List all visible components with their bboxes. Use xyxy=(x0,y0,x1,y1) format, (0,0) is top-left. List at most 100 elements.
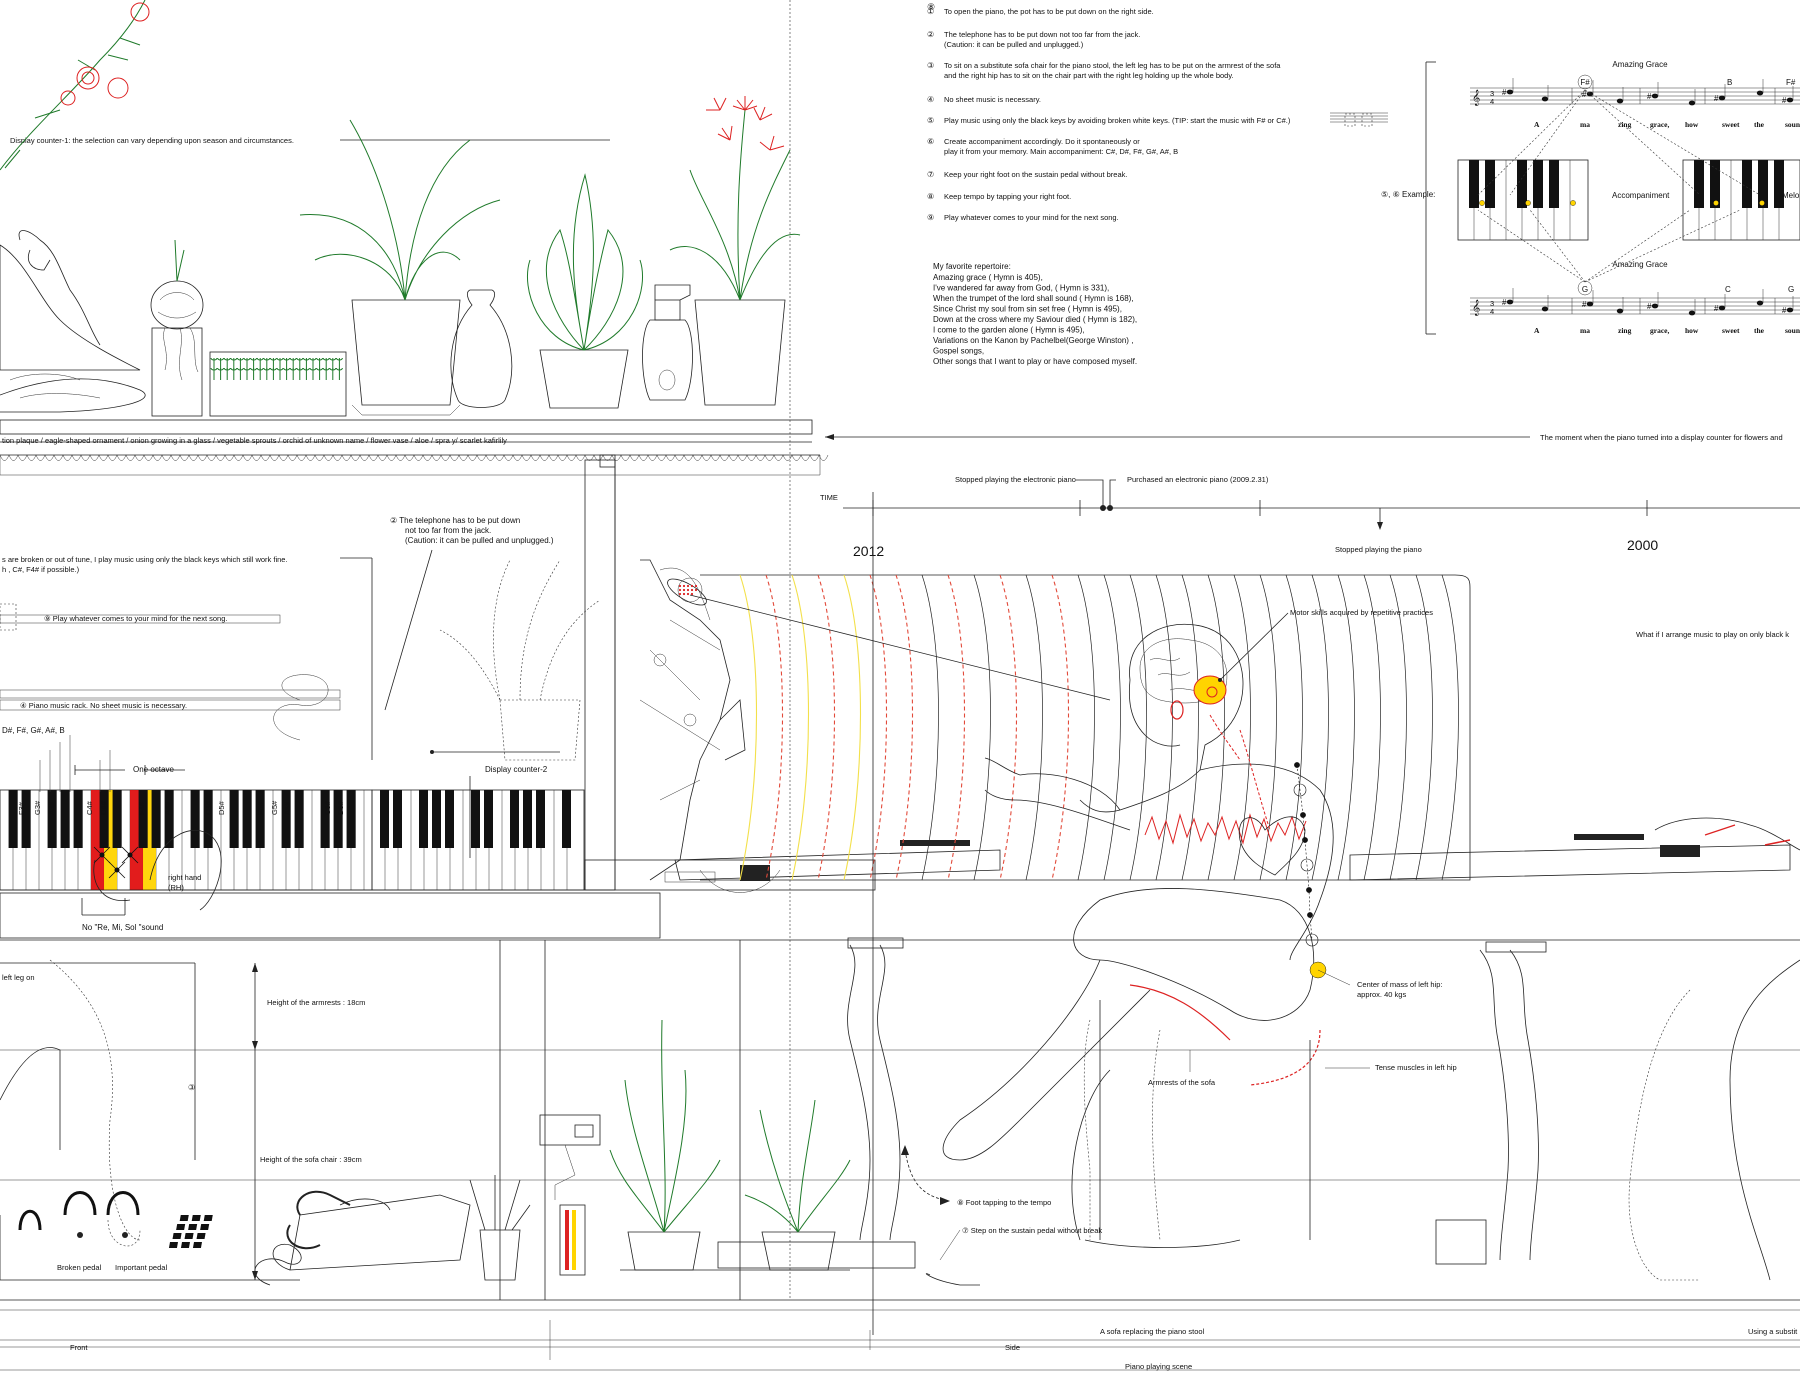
year-2000: 2000 xyxy=(1627,537,1658,553)
lyric-word: A xyxy=(1534,120,1540,129)
key-label: C5# xyxy=(204,800,213,815)
note-f-sharp-top-2: F# xyxy=(1786,78,1796,87)
key-label: F4# xyxy=(137,801,146,815)
instruction-num-4: ④ xyxy=(927,95,934,104)
amazing-grace-title-top: Amazing Grace xyxy=(1612,60,1668,69)
g-circle xyxy=(1577,280,1593,296)
key-label: A3# xyxy=(47,801,56,815)
bottom-staff-note xyxy=(1651,303,1659,309)
key-label: D6# xyxy=(336,800,345,815)
eagle-ornament xyxy=(0,230,146,413)
foot-tapping-label: ⑧ Foot tapping to the tempo xyxy=(957,1198,1051,1207)
key-label: G3# xyxy=(33,800,42,815)
pedals: Broken pedal Important pedal xyxy=(18,1191,167,1272)
repertoire: My favorite repertoire: Amazing grace ( … xyxy=(933,262,1137,366)
bottom-staff-note xyxy=(1616,308,1624,314)
foot-annotations: ⑧ Foot tapping to the tempo ⑦ Step on th… xyxy=(717,1145,1487,1286)
top-staff-note xyxy=(1718,95,1726,101)
note-g-bottom: G xyxy=(1582,285,1588,294)
lyric-word: grace, xyxy=(1650,326,1669,335)
top-staff-note xyxy=(1616,98,1624,104)
lyric-word: grace, xyxy=(1650,120,1669,129)
svg-text:#: # xyxy=(1647,92,1652,101)
purchased-electronic-label: Purchased an electronic piano (2009.2.31… xyxy=(1127,475,1269,484)
second-player: What if I arrange music to play on only … xyxy=(1349,630,1800,1281)
player-figure: Motor skills acquired by repetitive prac… xyxy=(847,608,1457,1248)
key-label: C6# xyxy=(323,800,332,815)
broken-pedal-label: Broken pedal xyxy=(57,1263,102,1272)
note-g-bottom-2: G xyxy=(1788,285,1794,294)
armrests-label: Armrests of the sofa xyxy=(1148,1078,1216,1087)
step-three-label: ③ xyxy=(188,1083,195,1092)
instruction-text-8: Keep tempo by tapping your right foot. xyxy=(944,192,1071,201)
scene-label: Piano playing scene xyxy=(1125,1362,1192,1371)
top-staff-note xyxy=(1688,100,1696,106)
rose-decoration xyxy=(0,0,150,171)
front-label: Front xyxy=(70,1343,88,1352)
lyric-word: sweet xyxy=(1722,326,1740,335)
f-sharp-circle xyxy=(1577,74,1593,90)
sustain-pedal-label: ⑦ Step on the sustain pedal without brea… xyxy=(962,1226,1102,1235)
key-label: F5# xyxy=(256,801,265,815)
bottom-staff-note xyxy=(1688,310,1696,316)
flower-vase xyxy=(450,289,513,408)
note-f-sharp-top: F# xyxy=(1580,78,1590,87)
svg-text:#: # xyxy=(1647,302,1652,311)
key-label: C4# xyxy=(85,800,94,815)
svg-text:𝄞: 𝄞 xyxy=(1472,300,1480,316)
lyric-word: how xyxy=(1685,120,1699,129)
svg-text:#: # xyxy=(1714,304,1719,313)
music-rack-label: ④ Piano music rack. No sheet music is ne… xyxy=(20,701,187,710)
instruction-num-3: ③ xyxy=(927,61,934,70)
scarlet-kafirlily xyxy=(669,96,801,406)
svg-text:4: 4 xyxy=(1490,307,1494,316)
lyric-word: ma xyxy=(1580,120,1590,129)
instruction-num-8: ⑧ xyxy=(927,192,934,201)
repertoire-line: Other songs that I want to play or have … xyxy=(933,357,1137,366)
telephone xyxy=(168,1190,471,1286)
right-hand-label: right hand xyxy=(168,873,201,882)
instruction-text-1: To open the piano, the pot has to be put… xyxy=(944,7,1154,16)
key-label: D5# xyxy=(217,800,226,815)
rh-label: (RH) xyxy=(168,883,184,892)
center-mass-label-2: approx. 40 kgs xyxy=(1357,990,1406,999)
lyric-word: sound xyxy=(1785,120,1800,129)
svg-text:#: # xyxy=(1582,90,1587,99)
svg-text:#: # xyxy=(1502,88,1507,97)
sofa-replacing-label: A sofa replacing the piano stool xyxy=(1100,1327,1205,1336)
repertoire-line: Gospel songs, xyxy=(933,347,984,356)
key-label: A5# xyxy=(283,801,292,815)
lyric-word: zing xyxy=(1618,120,1632,129)
svg-text:3: 3 xyxy=(1490,299,1494,308)
vegetable-sprouts xyxy=(209,351,347,417)
instruction-text-3: To sit on a substitute sofa chair for th… xyxy=(944,61,1281,70)
svg-text:#: # xyxy=(1502,298,1507,307)
instruction-text-4: No sheet music is necessary. xyxy=(944,95,1041,104)
svg-text:#: # xyxy=(1782,96,1787,105)
accompaniment-keys-label: D#, F#, G#, A#, B xyxy=(2,726,65,735)
top-staff-note xyxy=(1756,90,1764,96)
key-label: D4# xyxy=(99,800,108,815)
instruction-text2-6: play it from your memory. Main accompani… xyxy=(944,147,1178,156)
example-label: ⑤, ⑥ Example: xyxy=(1381,190,1435,199)
shelf-items-caption: tion plaque / eagle-shaped ornament / on… xyxy=(2,436,507,445)
svg-text:#: # xyxy=(1714,94,1719,103)
broken-keys-note-2: h , C#, F4# if possible.) xyxy=(2,565,80,574)
repertoire-title: My favorite repertoire: xyxy=(933,262,1011,271)
instruction-text-7: Keep your right foot on the sustain peda… xyxy=(944,170,1127,179)
instruction-text-6: Create accompaniment accordingly. Do it … xyxy=(944,137,1140,146)
instruction-text-2: The telephone has to be put down not too… xyxy=(944,30,1140,39)
instruction-num-7: ⑦ xyxy=(927,170,934,179)
what-if-label: What if I arrange music to play on only … xyxy=(1636,630,1789,639)
note-c-bottom: C xyxy=(1725,285,1731,294)
instruction-text2-3: and the right hip has to sit on the chai… xyxy=(944,71,1234,80)
stopped-piano-label: Stopped playing the piano xyxy=(1335,545,1422,554)
bottom-staff-note xyxy=(1541,306,1549,312)
instruction-text-9: Play whatever comes to your mind for the… xyxy=(944,213,1119,222)
lyric-word: sweet xyxy=(1722,120,1740,129)
time-label: TIME xyxy=(820,493,838,502)
using-substitute-label: Using a substit xyxy=(1748,1327,1798,1336)
repertoire-line: Variations on the Kanon by Pachelbel(Geo… xyxy=(933,336,1133,345)
repertoire-line: Down at the cross where my Saviour died … xyxy=(933,315,1137,324)
